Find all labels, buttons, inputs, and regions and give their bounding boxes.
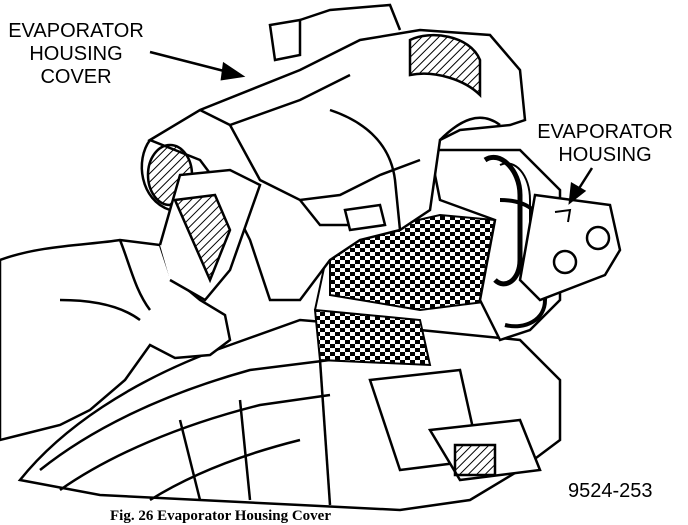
figure-caption: Fig. 26 Evaporator Housing Cover: [110, 508, 331, 524]
housing-arrowhead: [568, 181, 587, 205]
callout-arrows: [149, 50, 594, 205]
callout-housing-line1: EVAPORATOR: [537, 121, 673, 143]
callout-cover-line2: HOUSING: [29, 43, 123, 65]
cover-leader-line: [149, 50, 229, 74]
callout-cover-line3: COVER: [40, 66, 112, 88]
callout-evaporator-housing-cover: EVAPORATOR HOUSING COVER: [2, 20, 150, 89]
callout-cover-line1: EVAPORATOR: [8, 20, 144, 42]
callout-housing-line2: HOUSING: [558, 144, 652, 166]
evaporator-housing-side: [428, 148, 622, 342]
lower-housing: [17, 318, 562, 512]
evaporator-core: [313, 213, 502, 367]
cover-arrowhead: [220, 61, 246, 81]
housing-leader-line: [576, 167, 594, 191]
hand: [0, 168, 262, 442]
evaporator-housing-cover: [140, 3, 527, 302]
figure-number: 9524-253: [568, 480, 653, 502]
callout-evaporator-housing: EVAPORATOR HOUSING: [530, 121, 680, 167]
